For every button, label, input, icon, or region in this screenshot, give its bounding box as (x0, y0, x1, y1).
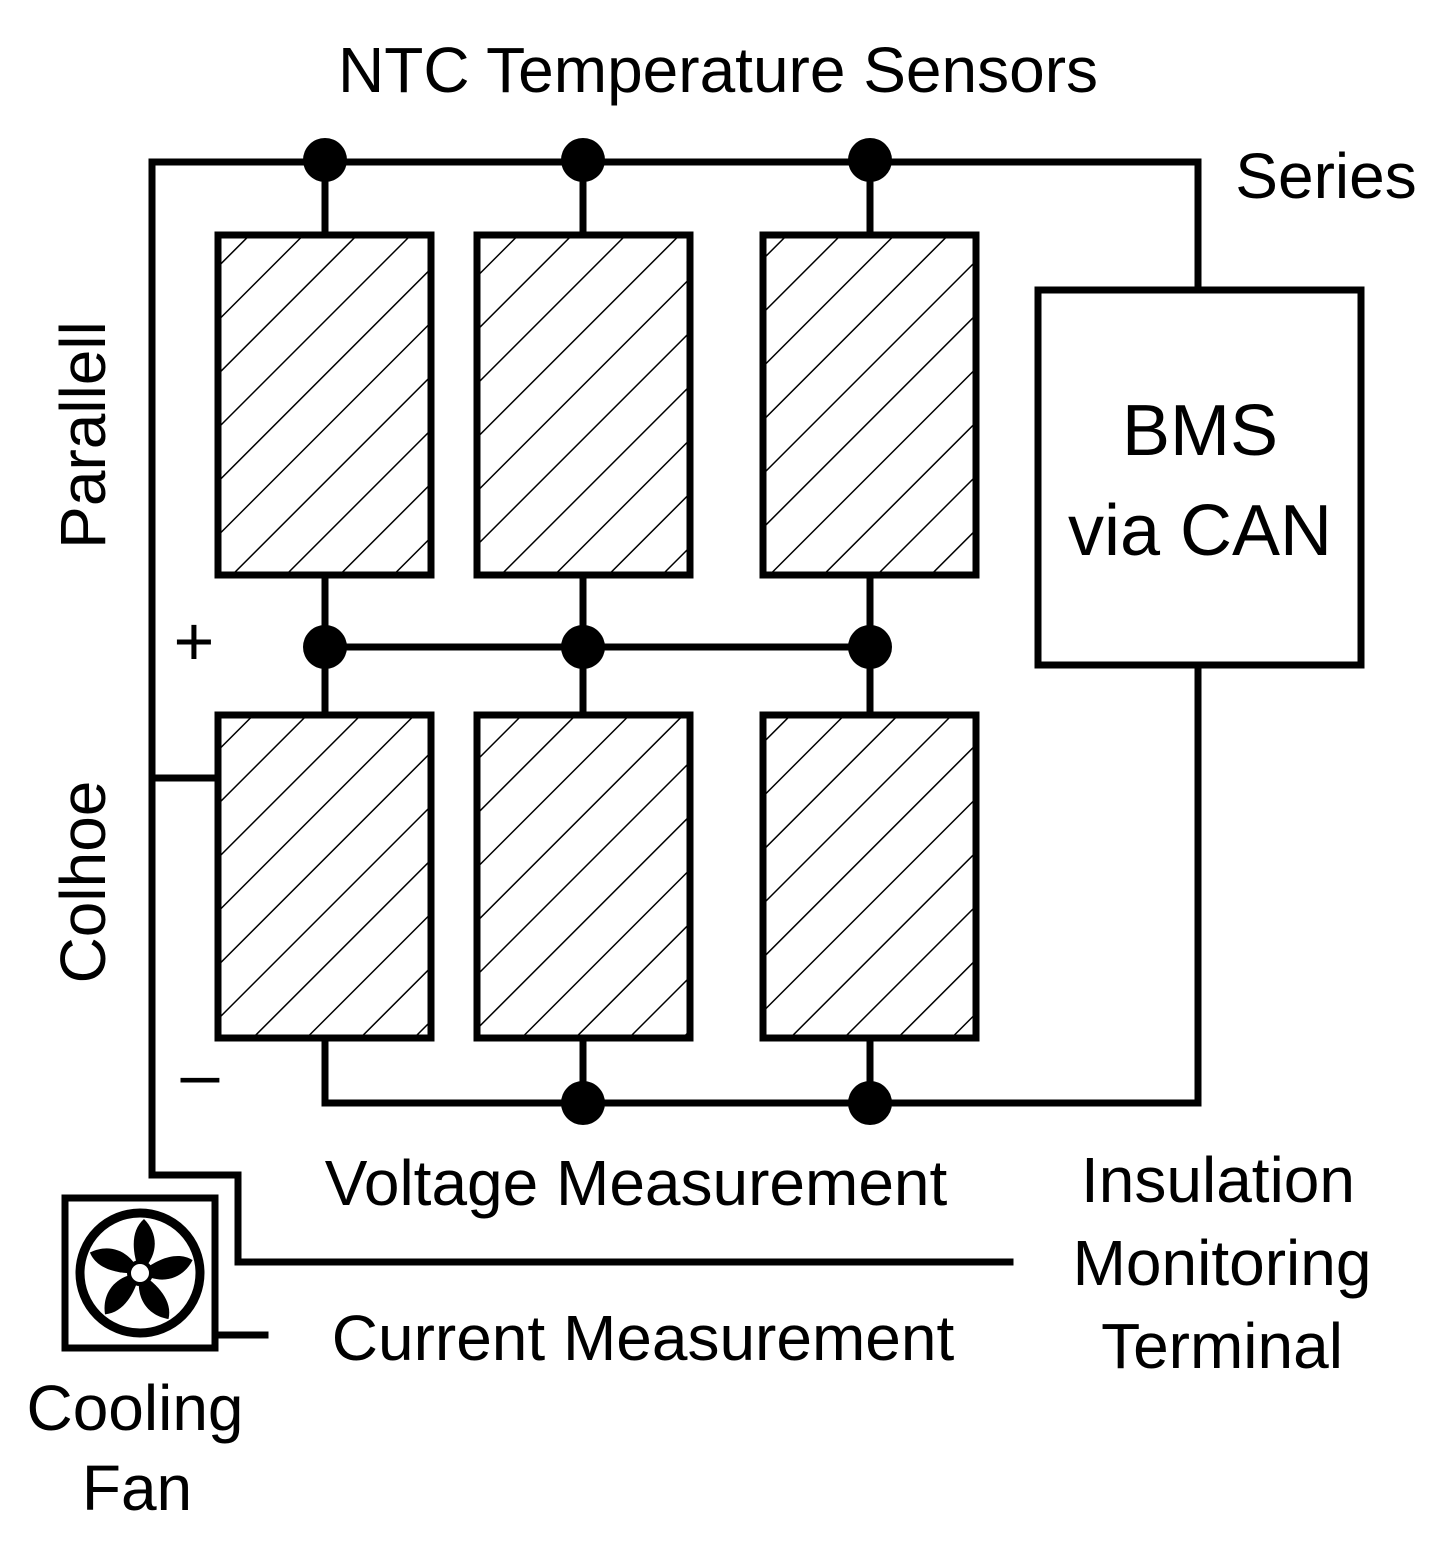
ntc-sensor-node (848, 138, 892, 182)
cooling-fan-icon (61, 1194, 219, 1352)
series-label: Series (1235, 140, 1416, 212)
ntc-sensor-node (303, 138, 347, 182)
junction-node (303, 625, 347, 669)
bms-box (1034, 286, 1365, 669)
battery-cell (214, 231, 435, 579)
voltage-bus-wire (321, 661, 1202, 1107)
battery-cell (473, 711, 694, 1042)
insulation-label-line2: Monitoring (1073, 1227, 1372, 1299)
parallel-label: Parallell (47, 321, 119, 549)
cooling-fan-label-line1: Cooling (26, 1372, 243, 1444)
ntc-sensor-node (561, 138, 605, 182)
battery-cell (759, 231, 980, 579)
insulation-label-line3: Terminal (1101, 1310, 1343, 1382)
bms-can-label: via CAN (1068, 491, 1332, 571)
minus-terminal-label: – (181, 1035, 220, 1113)
bms-label: BMS (1122, 391, 1278, 471)
plus-terminal-label: + (174, 602, 215, 680)
battery-cell (759, 711, 980, 1042)
voltage-node (848, 1081, 892, 1125)
ntc-sensors-label: NTC Temperature Sensors (338, 34, 1098, 106)
series-bus-wire (148, 158, 1202, 294)
parallel-left-wire (148, 158, 1014, 1266)
voltage-measurement-label: Voltage Measurement (325, 1147, 948, 1219)
current-measurement-label: Current Measurement (332, 1302, 955, 1374)
junction-node (848, 625, 892, 669)
voltage-node (561, 1081, 605, 1125)
cooling-fan-label-line2: Fan (82, 1452, 192, 1524)
insulation-label-line1: Insulation (1081, 1144, 1355, 1216)
junction-node (561, 625, 605, 669)
battery-cell (214, 711, 435, 1042)
battery-cell (473, 231, 694, 579)
colhoe-label: Colhoe (47, 781, 119, 984)
